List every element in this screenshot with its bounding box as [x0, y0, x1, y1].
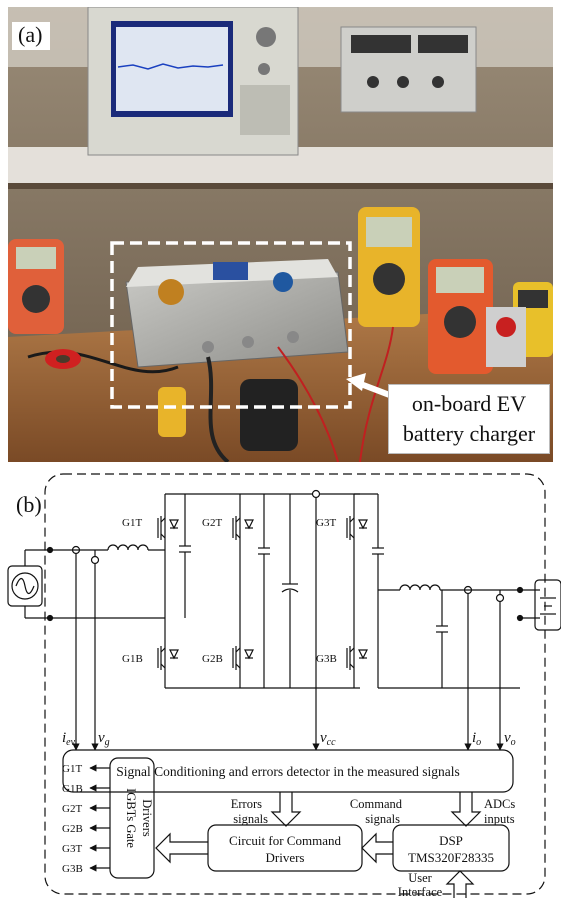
io-sensor — [463, 585, 473, 595]
user-label-1: User — [408, 871, 432, 885]
iev-sensor — [71, 545, 81, 555]
label-g3b: G3B — [316, 653, 337, 665]
label-io: io — [472, 730, 481, 748]
callout-line-2: battery charger — [402, 421, 536, 446]
outer-boundary — [44, 473, 546, 895]
label-vg: vg — [98, 730, 110, 748]
vcc-sensor — [311, 489, 321, 499]
input-inductor — [107, 544, 149, 551]
dsp-label-2: TMS320F28335 — [408, 850, 494, 865]
tape-roll — [45, 349, 81, 369]
highlight-box — [110, 241, 352, 409]
gate-out-g1b: G1B — [62, 783, 83, 795]
vg-sensor — [90, 555, 100, 565]
label-g1t: G1T — [122, 517, 142, 529]
gate-out-g2t: G2T — [62, 803, 82, 815]
output-inductor — [399, 584, 441, 591]
adc-label-1: ADCs — [484, 797, 515, 811]
adc-arrow — [450, 792, 482, 827]
label-g3t: G3T — [316, 517, 336, 529]
user-label-2: Interface — [398, 885, 443, 898]
label-g2b: G2B — [202, 653, 223, 665]
signal-conditioning-block — [62, 749, 514, 793]
label-vcc: vcc — [320, 730, 336, 748]
vo-sensor — [495, 593, 505, 603]
drivers-arrow — [155, 832, 208, 864]
oscilloscope — [87, 7, 299, 156]
dsp-block — [392, 824, 510, 872]
lab-photograph — [8, 7, 553, 462]
label-vo: vo — [504, 730, 516, 748]
gate-out-g3t: G3T — [62, 843, 82, 855]
switch-g3b — [346, 646, 368, 670]
gate-out-g1t: G1T — [62, 763, 82, 775]
command-drivers-label-1: Circuit for Command — [229, 833, 341, 848]
charger-schematic: G1T G2T G3T G1B G2B G3B iev vg vcc io vo… — [0, 468, 561, 898]
switch-g1b — [157, 646, 179, 670]
command-drivers-label-2: Drivers — [266, 850, 305, 865]
command-label-1: Command — [350, 797, 403, 811]
charger-enclosure — [125, 259, 349, 368]
panel-label-b: (b) — [16, 492, 42, 517]
switch-g3t — [346, 516, 368, 540]
multimeter-center — [358, 207, 420, 327]
label-g2t: G2T — [202, 517, 222, 529]
signal-conditioning-label: Signal Conditioning and errors detector … — [116, 764, 459, 779]
command-arrow — [361, 832, 393, 864]
switch-g1t — [157, 516, 179, 540]
current-clamp — [158, 379, 298, 451]
errors-label-2: signals — [233, 812, 268, 826]
power-supply — [340, 26, 477, 113]
switch-g2t — [232, 516, 254, 540]
multimeter-left — [8, 239, 64, 334]
charger-callout: on-board EV battery charger — [388, 384, 550, 454]
gate-drivers-label-2: Drivers — [140, 799, 154, 837]
label-g1b: G1B — [122, 653, 143, 665]
switch-g2b — [232, 646, 254, 670]
multimeter-right — [428, 259, 493, 374]
dsp-label-1: DSP — [439, 833, 463, 848]
gate-out-g2b: G2B — [62, 823, 83, 835]
errors-label-1: Errors — [231, 797, 262, 811]
emergency-button — [486, 307, 526, 367]
user-interface-arrow — [445, 870, 475, 898]
label-iev: iev — [62, 730, 76, 748]
gate-drivers-block — [109, 757, 155, 879]
command-label-2: signals — [365, 812, 400, 826]
errors-arrow — [270, 792, 302, 827]
gate-out-g3b: G3B — [62, 863, 83, 875]
adc-label-2: inputs — [484, 812, 515, 826]
callout-line-1: on-board EV — [411, 391, 527, 417]
battery — [534, 579, 561, 631]
panel-label-a: (a) — [12, 22, 51, 50]
gate-drivers-label-1: IGBTs Gate — [124, 788, 138, 848]
